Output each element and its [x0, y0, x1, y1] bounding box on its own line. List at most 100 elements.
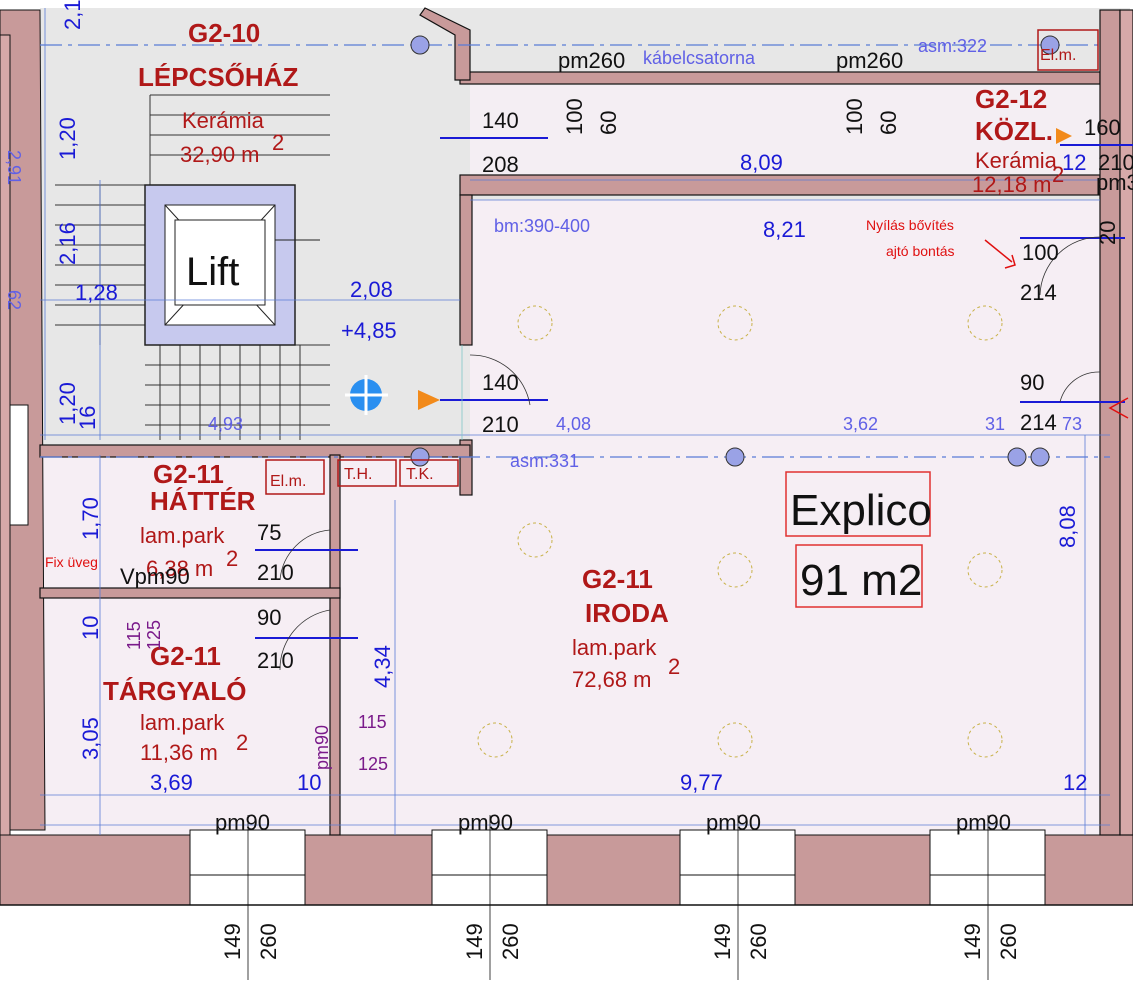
door-100-c: 100: [1022, 240, 1059, 265]
dim-10-a: 10: [78, 616, 103, 640]
iroda-room-name: IRODA: [585, 598, 669, 628]
dim-2-10: 2,10: [60, 0, 85, 30]
label-tk: T.K.: [406, 466, 434, 483]
dim-62: 62: [4, 290, 24, 310]
interior-walls: [39, 7, 1133, 836]
dim-8-21: 8,21: [763, 217, 806, 242]
kozl-room-name: KÖZL.: [975, 116, 1053, 146]
label-th: T.H.: [344, 466, 372, 483]
door-210-c: 210: [257, 560, 294, 585]
door-lines: [255, 137, 1133, 639]
label-elm-right: El.m.: [1040, 47, 1076, 64]
dim-12-b: 12: [1062, 150, 1086, 175]
door-pm260-b: pm260: [836, 48, 903, 73]
window-149-3: 149: [710, 923, 735, 960]
stair-area-sup: 2: [272, 130, 284, 155]
dim-1-70: 1,70: [78, 497, 103, 540]
label-asm331: asm:331: [510, 451, 579, 471]
door-210-d: 210: [257, 648, 294, 673]
door-pm260-a: pm260: [558, 48, 625, 73]
dim-3-69: 3,69: [150, 770, 193, 795]
door-75: 75: [257, 520, 281, 545]
stair-room-area: 32,90 m: [180, 142, 260, 167]
door-140-a: 140: [482, 108, 519, 133]
door-210-k: 210: [1098, 150, 1133, 175]
entry-arrow-icon: [418, 390, 440, 410]
iroda-room-area: 72,68 m: [572, 667, 652, 692]
window-pm90-1: pm90: [215, 810, 270, 835]
dim-8-09: 8,09: [740, 150, 783, 175]
stair-room-name: LÉPCSŐHÁZ: [138, 62, 298, 92]
iroda-room-floor: lam.park: [572, 635, 657, 660]
iroda-floor: [470, 200, 1100, 450]
kozl-room-code: G2-12: [975, 84, 1047, 114]
ceiling-lights: [477, 305, 1003, 758]
dim-4-08: 4,08: [556, 414, 591, 434]
door-20: 20: [1095, 221, 1120, 245]
kozl-room-area: 12,18 m: [972, 172, 1052, 197]
door-140-b: 140: [482, 370, 519, 395]
label-asm322: asm:322: [918, 36, 987, 56]
targyalo-room-code: G2-11: [150, 641, 221, 671]
door-125-a: 125: [144, 620, 164, 650]
iroda-room-code: G2-11: [582, 564, 653, 594]
dim-4-34: 4,34: [370, 645, 395, 688]
door-115-b: 115: [358, 712, 387, 732]
door-90-a: 90: [1020, 370, 1044, 395]
dim-2-08: 2,08: [350, 277, 393, 302]
door-214-b: 214: [1020, 410, 1057, 435]
window-260-2: 260: [498, 923, 523, 960]
dim-73: 73: [1062, 414, 1082, 434]
iroda-area-sup: 2: [668, 654, 680, 679]
door-100-b: 100: [842, 98, 867, 135]
dimension-lines: [40, 8, 1110, 835]
tenant-area: 91 m2: [800, 556, 922, 605]
kozl-room-floor: Kerámia: [975, 148, 1058, 173]
dim-31: 31: [985, 414, 1005, 434]
dim-1-20-a: 1,20: [55, 117, 80, 160]
dim-16: 16: [75, 406, 100, 430]
axis-lines: [40, 44, 1110, 458]
boxed-labels: [265, 29, 1099, 608]
targyalo-room-area: 11,36 m: [140, 740, 218, 765]
columns: [410, 35, 1060, 467]
stair-room-code: G2-10: [188, 18, 260, 48]
label-kabel: kábelcsatorna: [643, 48, 756, 68]
hatter-room-code: G2-11: [153, 459, 224, 489]
label-fix: Fix üveg: [45, 554, 98, 570]
door-160: 160: [1084, 115, 1121, 140]
dim-1-20-b: 1,20: [55, 382, 80, 425]
targyalo-room-floor: lam.park: [140, 710, 225, 735]
corridor-floor: [470, 85, 1100, 175]
dim-3-05: 3,05: [78, 717, 103, 760]
window-149-4: 149: [960, 923, 985, 960]
door-214-a: 214: [1020, 280, 1057, 305]
window-260-1: 260: [256, 923, 281, 960]
label-level: +4,85: [341, 318, 397, 343]
level-marker-icon: [345, 375, 388, 415]
window-pm90-3: pm90: [706, 810, 761, 835]
targyalo-area-sup: 2: [236, 730, 248, 755]
dim-9-77: 9,77: [680, 770, 723, 795]
window-axis-lines: [247, 815, 989, 980]
note-nyilas-1: Nyílás bővítés: [866, 217, 954, 233]
dim-2-91: 2,91: [4, 150, 24, 185]
dim-12-a: 12: [1063, 770, 1087, 795]
hatter-area-sup: 2: [226, 546, 238, 571]
door-pm3: pm3: [1096, 170, 1133, 195]
window-149-1: 149: [220, 923, 245, 960]
window-pm90-2: pm90: [458, 810, 513, 835]
kozl-area-sup: 2: [1052, 162, 1064, 187]
tenant-name: Explico: [790, 486, 932, 535]
bottom-wall: [0, 829, 1133, 906]
door-90-b: 90: [257, 605, 281, 630]
dim-2-16: 2,16: [55, 222, 80, 265]
window-260-4: 260: [996, 923, 1021, 960]
office-floor: [40, 445, 1110, 835]
door-125-b: 125: [358, 754, 388, 774]
door-60-b: 60: [876, 111, 901, 135]
door-swings: [279, 236, 1101, 671]
dim-8-08: 8,08: [1055, 505, 1080, 548]
kozl-arrow-icon: [1056, 128, 1072, 144]
